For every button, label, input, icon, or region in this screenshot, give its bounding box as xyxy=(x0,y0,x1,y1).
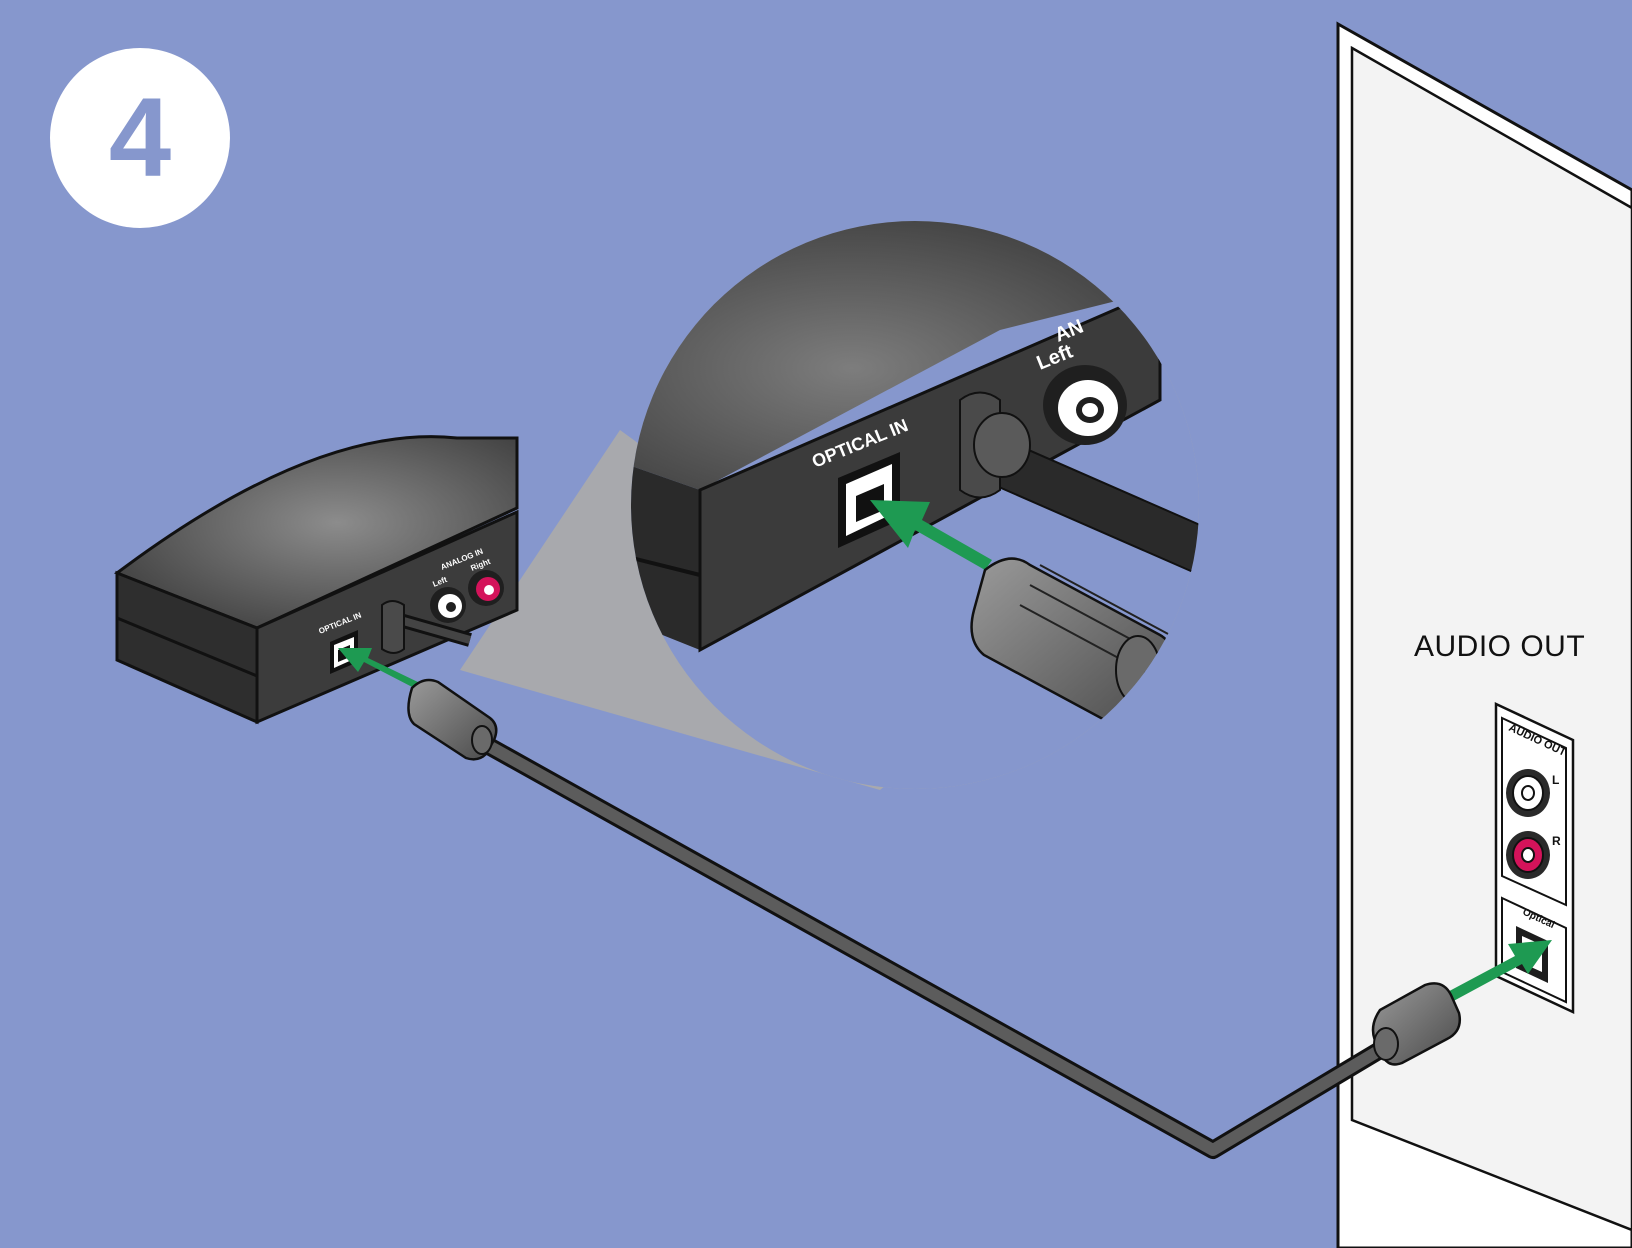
device-left-rca-jack[interactable] xyxy=(430,587,466,623)
device-insert-arrow xyxy=(338,648,422,690)
device-analog-cable xyxy=(381,600,472,654)
zoom-left-rca-jack[interactable] xyxy=(1043,365,1127,445)
tv-audio-out-panel: AUDIO OUT L R Optical xyxy=(1494,702,1575,1014)
audio-converter-device: OPTICAL IN ANALOG IN Left Right xyxy=(113,435,519,725)
tv-r-label: R xyxy=(1552,834,1561,848)
device-optical-plug xyxy=(407,678,498,761)
zoom-callout: Left AN OPTICAL IN xyxy=(460,221,1199,790)
zoom-plugged-connector xyxy=(959,391,1031,499)
tv-right-rca-jack[interactable] xyxy=(1506,831,1550,879)
zoom-insert-arrow xyxy=(870,500,992,570)
optical-cable xyxy=(473,732,1385,1159)
tv-l-label: L xyxy=(1552,773,1559,787)
tv-optical-plug xyxy=(1371,982,1461,1066)
zoom-optical-port[interactable] xyxy=(838,452,900,548)
step-number: 4 xyxy=(108,75,172,200)
tv-left-rca-jack[interactable] xyxy=(1506,769,1550,817)
tv-insert-arrow xyxy=(1440,940,1552,1004)
step-number-badge: 4 xyxy=(50,48,230,228)
device-right-rca-jack[interactable] xyxy=(468,570,504,606)
audio-out-heading: AUDIO OUT xyxy=(1414,630,1586,663)
